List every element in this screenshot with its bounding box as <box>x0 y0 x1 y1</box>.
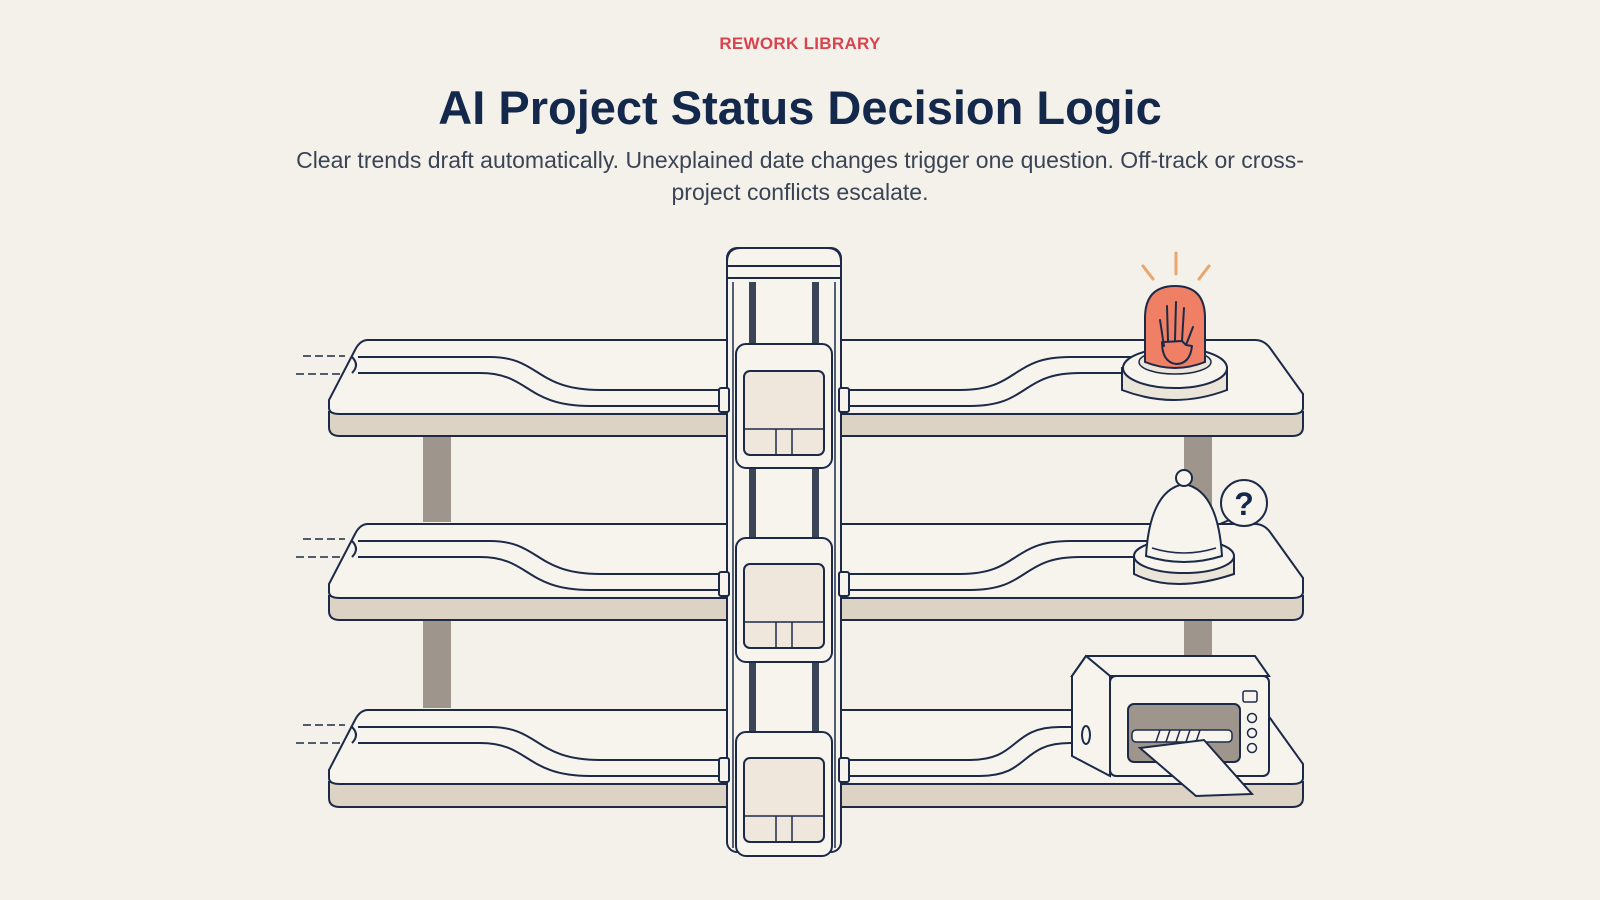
elevator-car-3 <box>718 731 850 857</box>
service-bell-icon: ? <box>1133 469 1268 585</box>
draft-printer-icon <box>1070 654 1271 798</box>
stop-hand-alarm-icon <box>1121 251 1228 401</box>
page-title: AI Project Status Decision Logic <box>438 81 1162 134</box>
question-badge: ? <box>1234 486 1254 522</box>
elevator-car-1 <box>718 343 850 469</box>
page-subtitle: Clear trends draft automatically. Unexpl… <box>296 147 1304 205</box>
eyebrow-label: REWORK LIBRARY <box>719 34 881 53</box>
elevator-car-2 <box>718 537 850 663</box>
